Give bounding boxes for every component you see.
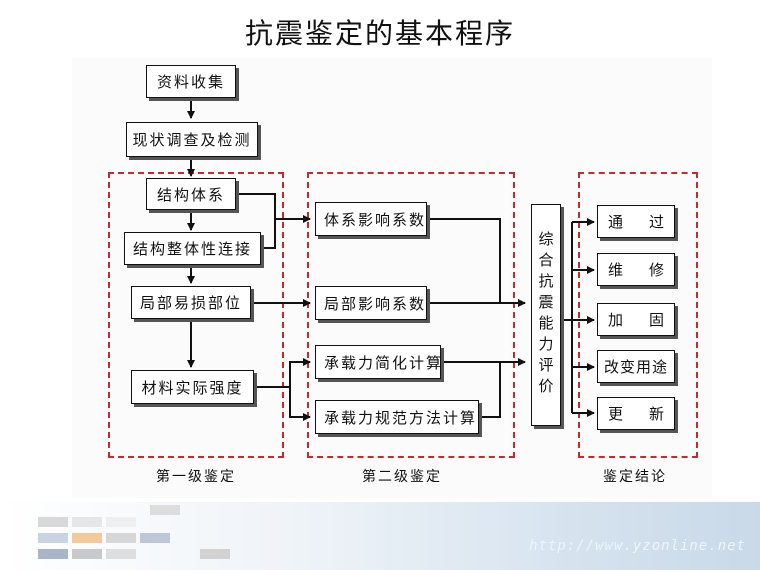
conclusion-strengthen-a: 加 [608,311,624,329]
conclusion-strengthen: 加 固 [597,303,675,336]
arrow-system-to-coef [237,193,311,223]
comprehensive-evaluation: 综合抗震能力评价 [531,204,561,426]
caption-first-level: 第一级鉴定 [156,469,236,485]
step-site-survey: 现状调查及检测 [126,122,258,157]
footer-tile [200,549,230,559]
caption-conclusion: 鉴定结论 [603,469,667,485]
first-vulnerable-parts: 局部易损部位 [131,286,251,319]
footer-tile [106,517,136,527]
first-level-frame [108,172,284,458]
conclusion-repair-a: 维 [608,261,624,279]
conclusion-repair: 维 修 [597,253,675,286]
conclusion-renew-a: 更 [608,405,624,423]
footer-url: http://www.yzonline.net [529,538,746,554]
footer-tile [140,533,170,543]
footer-tile [106,549,136,559]
conclusion-pass-a: 通 [608,213,624,231]
first-material-strength: 材料实际强度 [131,370,254,404]
footer-tile [150,505,180,515]
first-structural-system: 结构体系 [146,178,236,210]
conclusion-frame [578,172,698,458]
footer-tile [72,517,102,527]
second-standard-calc: 承载力规范方法计算 [315,400,479,434]
line-standard [480,362,501,418]
step-data-collection: 资料收集 [146,65,236,98]
footer-tile [72,533,102,543]
page-title: 抗震鉴定的基本程序 [244,17,515,50]
footer-tile [38,517,68,527]
footer-tile [38,549,68,559]
line-integrity-to-coef [262,219,276,249]
caption-second-level: 第二级鉴定 [362,469,442,485]
footer-tile [38,533,68,543]
footer-tile [72,549,102,559]
first-structural-integrity: 结构整体性连接 [124,232,261,265]
conclusion-change-use-text: 改变用途 [603,358,668,376]
conclusion-strengthen-b: 固 [648,311,664,329]
second-system-coefficient: 体系影响系数 [315,202,427,236]
arrow-material-to-simplified [255,358,311,388]
conclusion-renew: 更 新 [597,397,675,430]
footer-tile [106,533,136,543]
second-level-frame [307,172,515,458]
second-simplified-calc: 承载力简化计算 [315,345,441,379]
conclusion-change-use: 改变用途 [597,350,675,383]
line-syscoef [428,218,501,303]
conclusion-pass-b: 过 [648,213,664,231]
conclusion-pass: 通 过 [597,205,675,238]
conclusion-renew-b: 新 [648,405,664,423]
second-local-coefficient: 局部影响系数 [315,286,427,320]
arrow-material-to-standard [289,387,311,421]
conclusion-repair-b: 修 [648,261,664,279]
